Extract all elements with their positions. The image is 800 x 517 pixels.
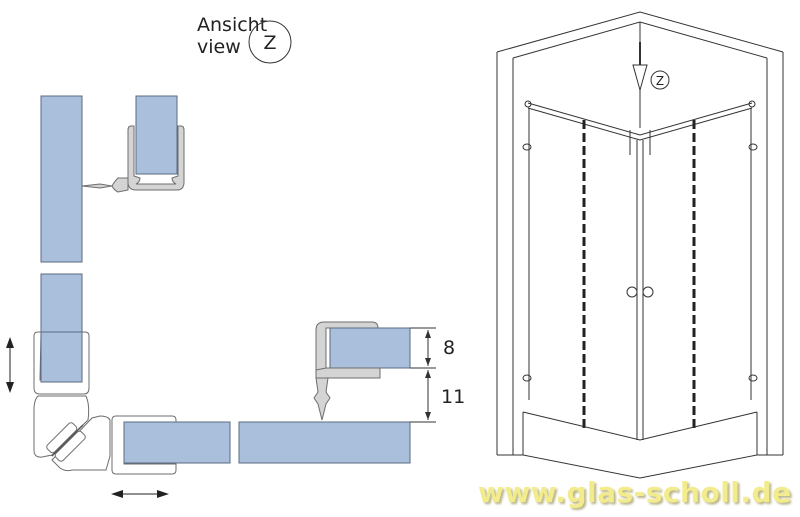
- vertical-adjust-arrow-icon: [6, 337, 14, 393]
- view-z-marker: Z: [248, 20, 292, 64]
- horizontal-adjust-arrow-icon: [111, 490, 169, 498]
- seal-profile-detail-1: [81, 95, 185, 193]
- view-z-letter: Z: [263, 32, 276, 54]
- view-label-de: Ansicht: [197, 14, 268, 36]
- watermark-url: www.glas-scholl.de: [478, 476, 792, 509]
- offset-label: 11: [441, 386, 466, 408]
- shower-z-letter: Z: [656, 74, 664, 88]
- view-label: Ansicht view: [197, 14, 267, 58]
- glass-thickness-label: 8: [443, 337, 456, 359]
- glass-panel-vertical-bottom: [40, 273, 83, 341]
- seal-profile-detail-3: [313, 321, 436, 423]
- glass-panel-horizontal: [238, 421, 411, 464]
- view-label-en: view: [197, 36, 241, 58]
- magnetic-corner-seal: [33, 331, 231, 475]
- shower-enclosure-illustration: Z: [496, 11, 784, 479]
- glass-panel-vertical-top: [40, 95, 83, 263]
